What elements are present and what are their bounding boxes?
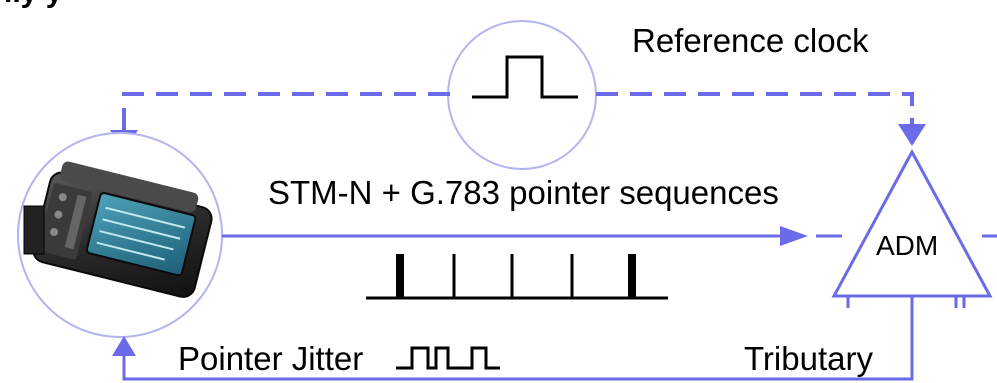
tributary-return-line	[122, 296, 914, 381]
arrowhead-to-adm-clock	[898, 124, 926, 146]
tributary-arrowhead	[112, 336, 136, 356]
reference-clock-dashed-right	[596, 92, 914, 125]
reference-clock-circle	[447, 20, 597, 170]
reference-clock-pulse	[472, 55, 578, 99]
reference-clock-label: Reference clock	[632, 22, 869, 59]
header-fragment: lly y	[4, 0, 62, 8]
pointer-sequence-pulses	[366, 254, 668, 300]
adm-triangle	[831, 148, 993, 298]
tributary-label: Tributary	[744, 340, 873, 377]
reference-clock-dashed-left	[122, 92, 450, 132]
stm-arrowhead	[780, 226, 808, 246]
tester-device	[23, 161, 213, 298]
pointer-jitter-label: Pointer Jitter	[178, 340, 364, 377]
stm-label: STM-N + G.783 pointer sequences	[268, 174, 779, 211]
pointer-jitter-waveform	[396, 346, 500, 370]
adm-label: ADM	[876, 230, 939, 261]
